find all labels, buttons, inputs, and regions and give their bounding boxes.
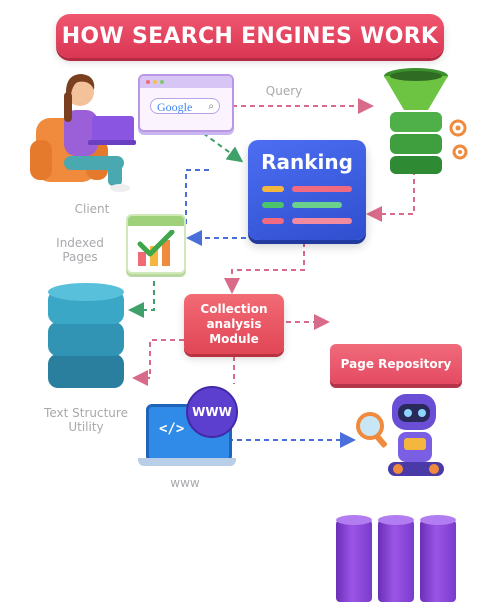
query-label: Query — [265, 84, 303, 98]
indexed-pages-label: Indexed Pages — [56, 236, 104, 264]
arrow-funnel-to-ranking — [366, 170, 415, 222]
connector-arrows — [128, 98, 415, 448]
www-label: www — [170, 476, 200, 490]
magnifier-icon: ⌕ — [208, 101, 214, 112]
client-label: Client — [74, 202, 110, 216]
arrow-browser-to-ranking — [195, 127, 244, 163]
browser-window: Google ⌕ — [138, 74, 234, 132]
ranking-box: Ranking — [248, 140, 366, 240]
code-icon: </> — [159, 421, 185, 437]
gear-icon — [449, 119, 468, 160]
client-person-illustration — [30, 74, 136, 192]
ranking-title: Ranking — [261, 150, 353, 174]
page-repository-cylinders — [330, 258, 462, 602]
page-repository-box: Page Repository — [330, 344, 462, 384]
globe-icon: WWW — [186, 386, 238, 438]
search-text: Google — [157, 100, 193, 114]
text-structure-utility-label: Text Structure Utility — [44, 406, 128, 434]
arrow-indexed-to-database — [128, 272, 155, 318]
collection-analysis-module: Collection analysis Module — [184, 294, 284, 354]
arrow-indexed-to-browser — [185, 169, 210, 224]
text-structure-database — [48, 283, 124, 388]
arrow-collection-to-database — [132, 339, 184, 386]
diagram-title: HOW SEARCH ENGINES WORK — [56, 14, 444, 58]
checkmark-icon — [137, 230, 175, 266]
search-box[interactable]: Google ⌕ — [150, 98, 220, 114]
indexed-pages-card — [126, 214, 186, 274]
laptop-base — [138, 458, 236, 466]
funnel-database-illustration — [384, 68, 468, 174]
arrow-ranking-to-collection — [224, 242, 305, 294]
crawler-robot-illustration — [356, 394, 444, 476]
